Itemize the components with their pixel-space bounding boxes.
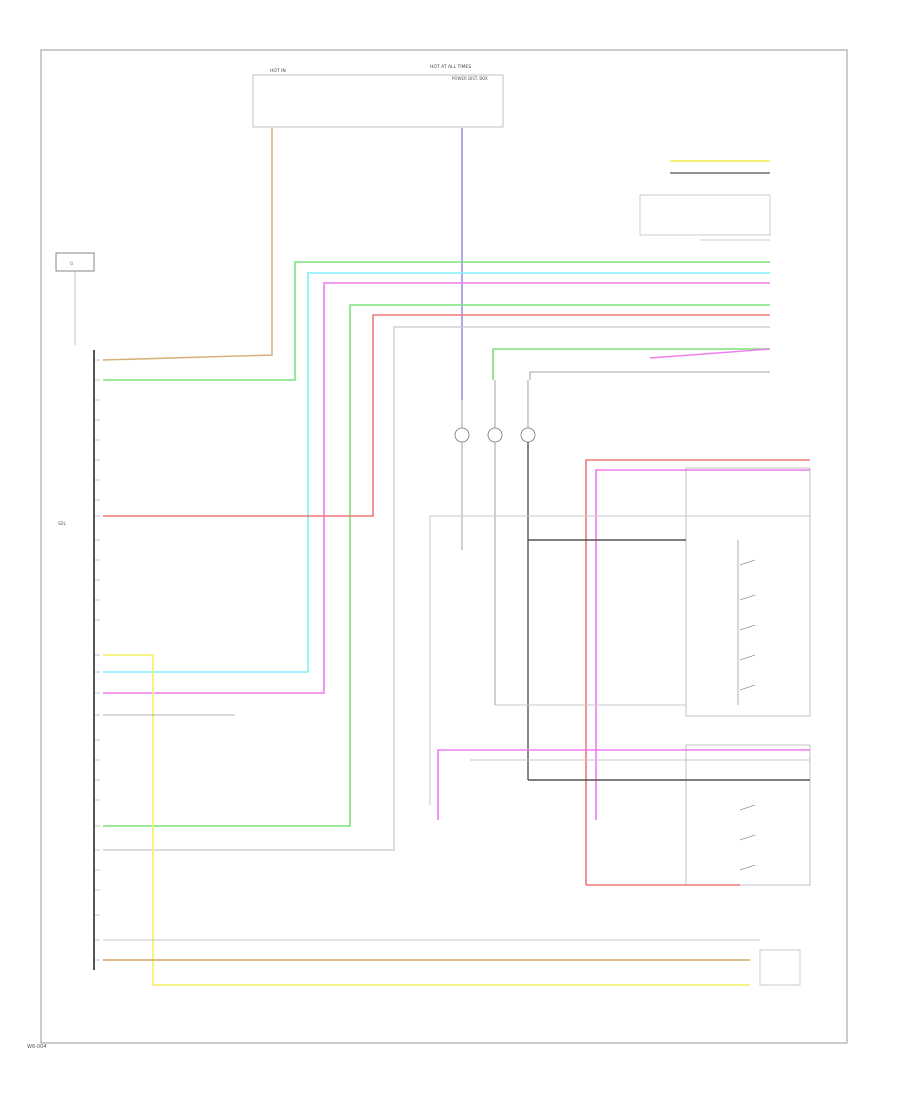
- bottom-right-unit: [759, 949, 801, 986]
- wire-magenta-2: [649, 348, 771, 359]
- switch-group-1: [739, 559, 756, 691]
- wire-green-3: [492, 348, 770, 380]
- lamp-1: [454, 427, 470, 443]
- wire-green-1: [103, 261, 770, 381]
- switch-module-1: [685, 467, 811, 717]
- ground-label: G: [70, 261, 73, 266]
- wire-tan: [102, 128, 273, 361]
- lamp-2: [487, 427, 503, 443]
- wire-gray-1: [103, 326, 770, 851]
- connector-label: SDL: [58, 521, 67, 526]
- footer-code: W6-004: [27, 1044, 47, 1050]
- switch-module-2: [685, 744, 811, 886]
- fuse-box: [252, 74, 504, 128]
- fuse-box-title: POWER DIST. BOX: [452, 76, 488, 81]
- pin-ticks: [95, 359, 100, 961]
- wire-green-2: [103, 304, 770, 827]
- switch-group-2: [739, 804, 756, 871]
- wire-cyan: [103, 272, 770, 673]
- fuse-label-right: HOT AT ALL TIMES: [430, 64, 471, 70]
- top-right-module: [639, 194, 771, 236]
- diagram-border: [40, 49, 848, 1044]
- wire-magenta-4: [437, 749, 810, 820]
- main-connector: [93, 350, 95, 970]
- lamp-3: [520, 427, 536, 443]
- wire-red-2: [585, 459, 810, 885]
- wire-yellow: [103, 654, 750, 986]
- wire-black-1: [529, 371, 770, 380]
- fuse-label-left: HOT IN: [270, 68, 286, 74]
- wire-magenta-1: [103, 282, 770, 694]
- ground-box: [55, 252, 95, 272]
- wire-magenta-3: [595, 469, 810, 820]
- wire-red: [103, 314, 770, 517]
